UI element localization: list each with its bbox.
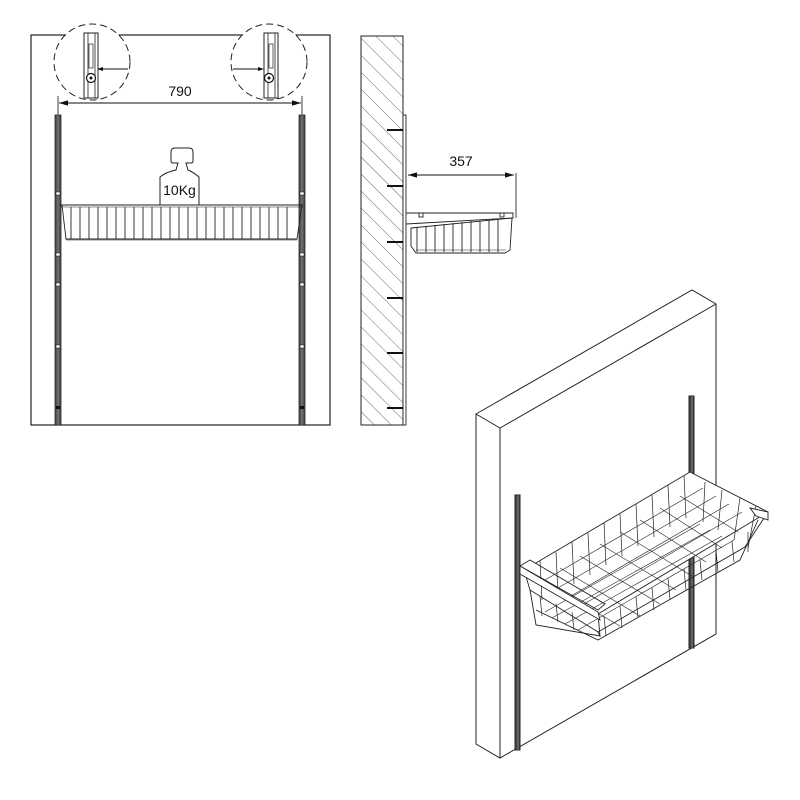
- cabinet-outline: [30, 34, 331, 426]
- left-rail: [54, 114, 62, 426]
- side-view: 357: [360, 35, 517, 426]
- side-rail: [402, 114, 407, 426]
- iso-basket: [519, 471, 769, 641]
- weight-icon: 10Kg: [159, 147, 200, 206]
- wall-panel: [475, 289, 717, 759]
- load-label: 10Kg: [163, 182, 196, 198]
- right-rail: [298, 114, 306, 426]
- dimension-depth-label: 357: [449, 153, 473, 169]
- dimension-width: 790: [57, 83, 303, 115]
- detail-callout-right: [230, 23, 308, 101]
- wall-section: [360, 35, 404, 426]
- wall-screws: [387, 129, 403, 409]
- detail-callout-left: [53, 23, 131, 101]
- basket-side: [405, 212, 514, 254]
- iso-rail-left: [514, 494, 521, 751]
- dimension-depth: 357: [408, 153, 517, 218]
- basket-front: [60, 204, 303, 241]
- dimension-width-label: 790: [168, 83, 192, 99]
- isometric-view: [475, 289, 769, 759]
- front-view: 790 10Kg: [30, 23, 331, 426]
